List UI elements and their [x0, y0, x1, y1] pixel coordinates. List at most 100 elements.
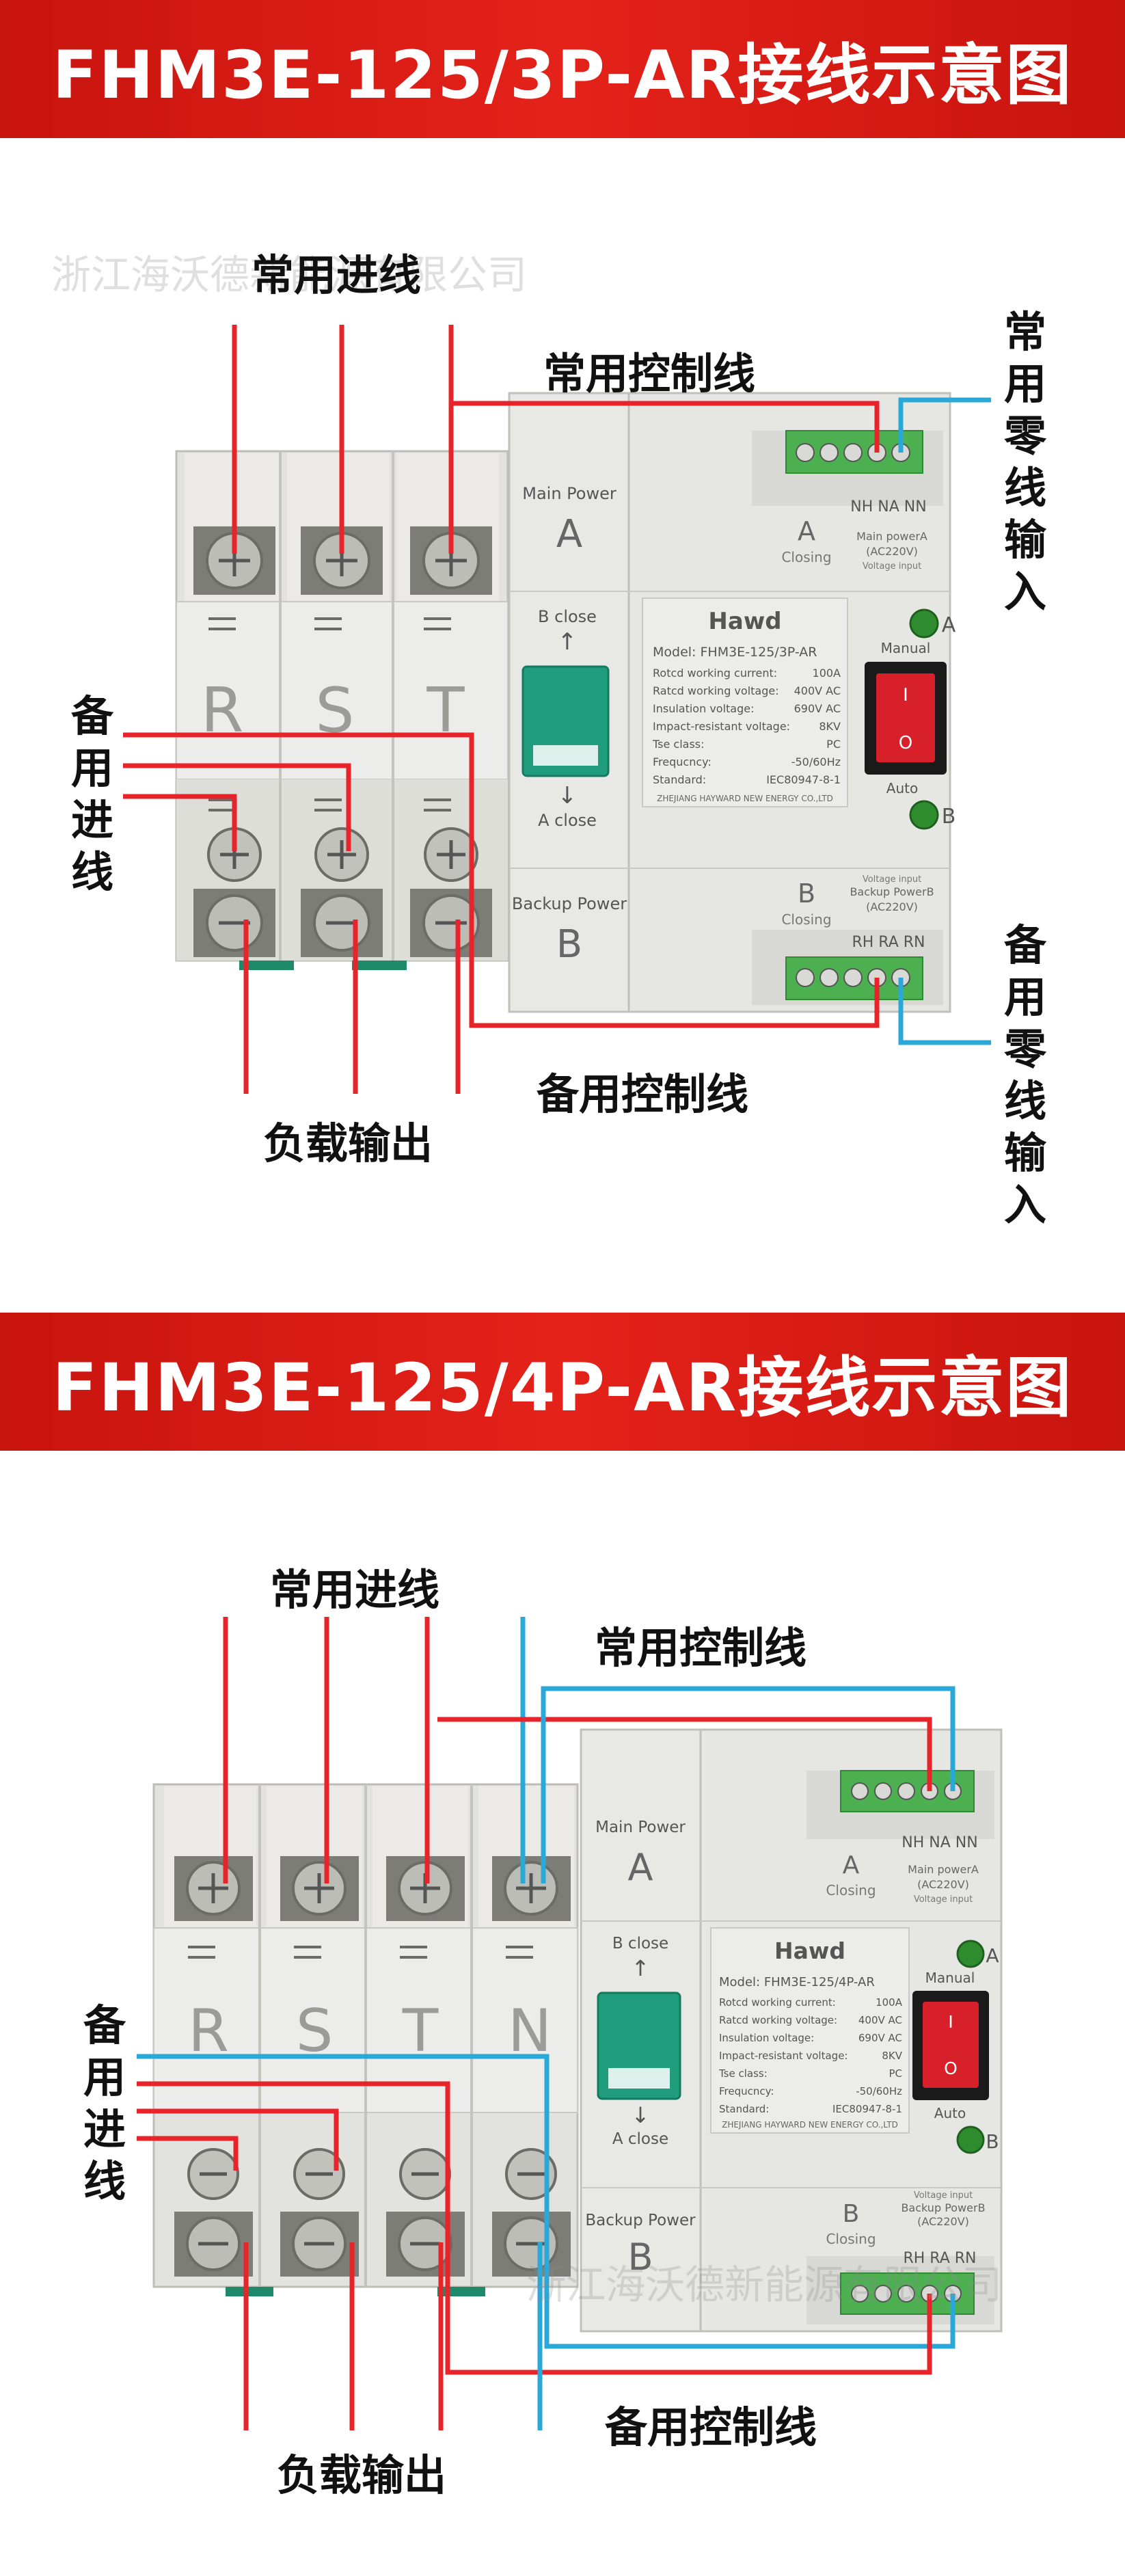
auto-label-4p: Auto — [934, 2105, 966, 2121]
svg-text:Rotcd working current:: Rotcd working current: — [653, 667, 777, 680]
backup-closing-4p: Closing — [826, 2231, 876, 2247]
main-ac220v: (AC220V) — [866, 545, 918, 558]
brand-label: Hawd — [708, 608, 781, 635]
main-voltage-input-4p: Voltage input — [914, 1894, 973, 1905]
backup-ac220v: (AC220V) — [866, 900, 918, 913]
label-main-control-3p: 常用控制线 — [543, 349, 756, 399]
auto-label: Auto — [886, 780, 918, 796]
company-label: ZHEJIANG HAYWARD NEW ENERGY CO.,LTD — [657, 794, 833, 803]
main-power-a-4p: A — [628, 1846, 653, 1889]
svg-text:PC: PC — [826, 738, 841, 751]
switch-i-4p: I — [948, 2012, 953, 2032]
switch-o: O — [899, 733, 912, 753]
svg-text:Frequcncy:: Frequcncy: — [719, 2085, 774, 2097]
label-backup-control-4p: 备用控制线 — [605, 2402, 817, 2452]
main-voltage-input: Voltage input — [863, 561, 921, 572]
svg-text:IEC80947-8-1: IEC80947-8-1 — [832, 2103, 902, 2115]
company-label-4p: ZHEJIANG HAYWARD NEW ENERGY CO.,LTD — [722, 2120, 898, 2130]
svg-text:690V AC: 690V AC — [858, 2032, 902, 2044]
switch-i: I — [903, 685, 908, 706]
main-power-label: Main Power — [522, 484, 616, 503]
main-closing-4p: Closing — [826, 1882, 876, 1899]
main-terminals-label-4p: NH NA NN — [902, 1834, 977, 1851]
svg-text:Insulation voltage:: Insulation voltage: — [653, 702, 755, 715]
indicator-b-label: B — [942, 805, 956, 829]
brand-label-4p: Hawd — [774, 1937, 845, 1964]
a-close-label: A close — [538, 811, 597, 830]
label-main-input-4p: 常用进线 — [270, 1565, 440, 1615]
svg-text:↓: ↓ — [558, 782, 578, 809]
svg-text:Impact-resistant voltage:: Impact-resistant voltage: — [719, 2050, 848, 2062]
main-a: A — [798, 516, 815, 546]
label-backup-input-4p: 备用进线 — [83, 2000, 126, 2206]
svg-text:100A: 100A — [813, 667, 841, 680]
top-screw-t — [410, 526, 492, 595]
control-module-4p: Main Power A B close ↑ ↓ A close Backup … — [580, 1728, 1003, 2333]
svg-text:Impact-resistant voltage:: Impact-resistant voltage: — [653, 720, 790, 733]
phase-label-t-4p: T — [402, 1997, 439, 2065]
backup-b: B — [798, 878, 815, 909]
svg-text:Insulation voltage:: Insulation voltage: — [719, 2032, 814, 2044]
watermark-4p: 浙江海沃德新能源有限公司 — [526, 2262, 1003, 2308]
watermark-3p: 浙江海沃德新能源有限公司 — [51, 252, 528, 298]
b-close-label-4p: B close — [612, 1935, 668, 1953]
label-backup-input-3p: 备用进线 — [70, 691, 113, 897]
b-close-label: B close — [538, 607, 597, 626]
lower-screws-3p — [193, 827, 492, 957]
svg-text:↑: ↑ — [632, 1955, 650, 1981]
indicator-a-label: A — [942, 613, 956, 637]
svg-text:↓: ↓ — [632, 2102, 650, 2128]
title-3p: FHM3E-125/3P-AR接线示意图 — [52, 36, 1073, 113]
phase-label-s-4p: S — [296, 1997, 334, 2065]
svg-text:8KV: 8KV — [882, 2050, 902, 2062]
backup-power-b-small: Backup PowerB — [850, 885, 934, 898]
svg-text:8KV: 8KV — [819, 720, 841, 733]
backup-power-b-4p: B — [627, 2236, 653, 2279]
backup-b-4p: B — [843, 2200, 860, 2228]
indicator-a-label-4p: A — [986, 1944, 999, 1967]
main-power-a-small-4p: Main powerA — [908, 1863, 979, 1876]
title-banner-3p: FHM3E-125/3P-AR接线示意图 — [0, 0, 1125, 138]
model-label-4p: Model: FHM3E-125/4P-AR — [719, 1975, 875, 1989]
label-main-neutral-3p: 常用零线输入 — [1003, 307, 1046, 617]
diagram-4p: R S T N Main Power A B c — [137, 1617, 1003, 2430]
a-close-label-4p: A close — [612, 2130, 668, 2148]
indicator-b-label-4p: B — [986, 2130, 999, 2153]
svg-text:400V AC: 400V AC — [858, 2014, 902, 2026]
phase-label-n-4p: N — [508, 1997, 552, 2065]
svg-text:Ratcd working voltage:: Ratcd working voltage: — [653, 684, 779, 697]
svg-text:IEC80947-8-1: IEC80947-8-1 — [766, 773, 841, 786]
svg-text:Rotcd working current:: Rotcd working current: — [719, 1996, 836, 2009]
indicator-a-4p — [956, 1940, 985, 1968]
svg-text:Tse class:: Tse class: — [652, 738, 705, 751]
svg-text:690V AC: 690V AC — [794, 702, 841, 715]
backup-terminals-label-4p: RH RA RN — [903, 2250, 976, 2267]
phase-label-r-4p: R — [188, 1997, 229, 2065]
control-module-3p: Main Power A B close ↑ ↓ A close Backup … — [508, 392, 956, 1013]
indicator-b — [909, 800, 939, 830]
main-closing: Closing — [781, 549, 831, 565]
backup-terminals-label: RH RA RN — [852, 934, 925, 951]
label-backup-control-3p: 备用控制线 — [537, 1069, 749, 1119]
svg-text:100A: 100A — [876, 1996, 903, 2009]
label-main-input-3p: 常用进线 — [252, 250, 422, 300]
wires-3p — [123, 325, 991, 1094]
spec-rows-4p: Rotcd working current:100A Ratcd working… — [718, 1996, 903, 2115]
title-banner-4p: FHM3E-125/4P-AR接线示意图 — [0, 1313, 1125, 1451]
backup-voltage-input-4p: Voltage input — [914, 2190, 973, 2201]
label-load-output-3p: 负载输出 — [263, 1118, 433, 1168]
diagram-3p: R S T Main Power A B close ↑ — [123, 325, 991, 1094]
main-power-a: A — [556, 512, 582, 556]
backup-power-label: Backup Power — [512, 894, 627, 913]
spec-rows-3p: Rotcd working current: 100A Ratcd working… — [652, 667, 841, 786]
manual-label-4p: Manual — [925, 1970, 975, 1986]
backup-closing: Closing — [781, 911, 831, 928]
backup-power-label-4p: Backup Power — [585, 2212, 696, 2229]
backup-power-b: B — [556, 922, 582, 967]
svg-text:Standard:: Standard: — [719, 2103, 769, 2115]
main-a-4p: A — [843, 1851, 860, 1879]
main-terminals-label: NH NA NN — [850, 498, 926, 515]
main-ac220v-4p: (AC220V) — [917, 1878, 969, 1891]
label-load-output-4p: 负载输出 — [277, 2450, 447, 2500]
indicator-b-4p — [956, 2125, 985, 2154]
